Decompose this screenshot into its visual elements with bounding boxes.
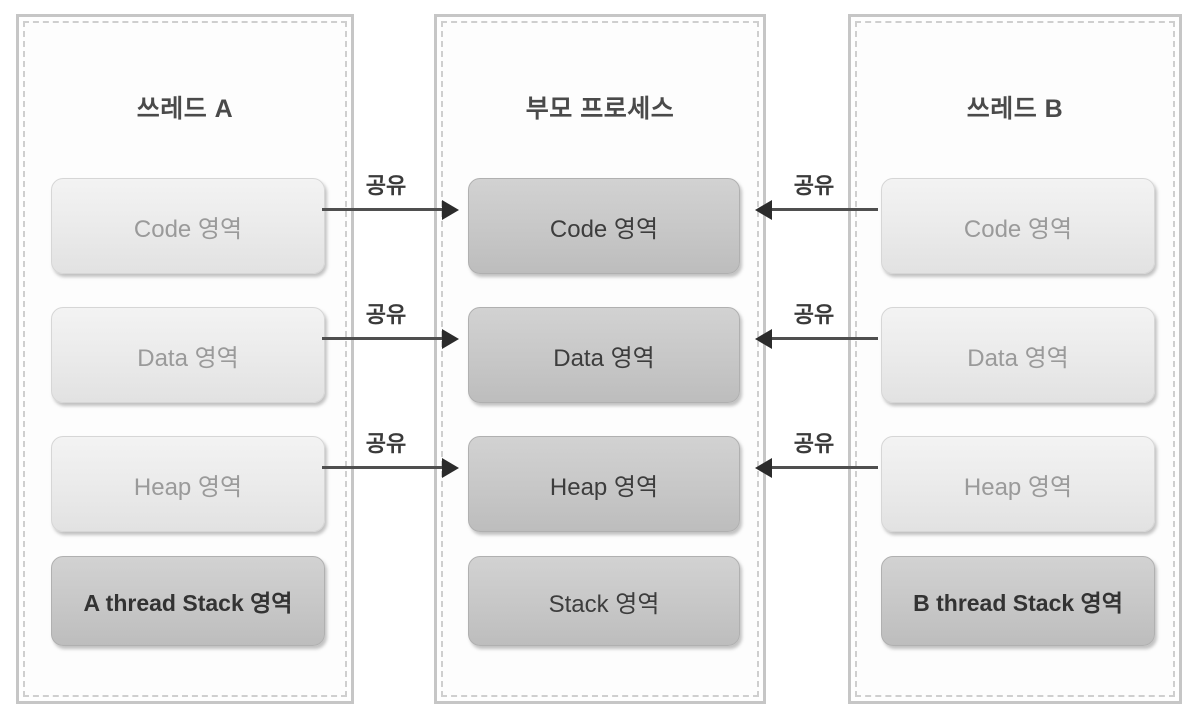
region-parent-code[interactable]: Code 영역	[468, 178, 740, 274]
share-label-b-code: 공유	[793, 173, 835, 198]
region-thread-b-data[interactable]: Data 영역	[881, 307, 1155, 403]
arrowhead-a-code	[442, 200, 459, 220]
connector-line-a-code	[322, 208, 444, 211]
region-thread-a-stack[interactable]: A thread Stack 영역	[51, 556, 325, 646]
share-label-b-data: 공유	[793, 302, 835, 327]
connector-line-a-heap	[322, 466, 444, 469]
arrowhead-b-data	[755, 329, 772, 349]
connector-line-b-heap	[772, 466, 878, 469]
panel-thread-a: 쓰레드 A Code 영역 Data 영역 Heap 영역 A thread S…	[16, 14, 354, 704]
region-thread-b-stack[interactable]: B thread Stack 영역	[881, 556, 1155, 646]
region-parent-data[interactable]: Data 영역	[468, 307, 740, 403]
arrowhead-b-code	[755, 200, 772, 220]
region-thread-b-heap[interactable]: Heap 영역	[881, 436, 1155, 532]
panel-parent-process-title: 부모 프로세스	[525, 95, 675, 123]
connector-line-b-code	[772, 208, 878, 211]
region-thread-b-code[interactable]: Code 영역	[881, 178, 1155, 274]
panel-thread-b: 쓰레드 B Code 영역 Data 영역 Heap 영역 B thread S…	[848, 14, 1182, 704]
share-label-b-heap: 공유	[793, 431, 835, 456]
connector-line-b-data	[772, 337, 878, 340]
share-label-a-heap: 공유	[365, 431, 407, 456]
panel-parent-process: 부모 프로세스 Code 영역 Data 영역 Heap 영역 Stack 영역	[434, 14, 766, 704]
panel-thread-b-title: 쓰레드 B	[966, 95, 1064, 123]
arrowhead-a-data	[442, 329, 459, 349]
region-thread-a-data[interactable]: Data 영역	[51, 307, 325, 403]
connector-line-a-data	[322, 337, 444, 340]
arrowhead-b-heap	[755, 458, 772, 478]
arrowhead-a-heap	[442, 458, 459, 478]
region-parent-heap[interactable]: Heap 영역	[468, 436, 740, 532]
region-thread-a-heap[interactable]: Heap 영역	[51, 436, 325, 532]
share-label-a-data: 공유	[365, 302, 407, 327]
panel-thread-a-title: 쓰레드 A	[136, 95, 234, 123]
share-label-a-code: 공유	[365, 173, 407, 198]
region-thread-a-code[interactable]: Code 영역	[51, 178, 325, 274]
region-parent-stack[interactable]: Stack 영역	[468, 556, 740, 646]
